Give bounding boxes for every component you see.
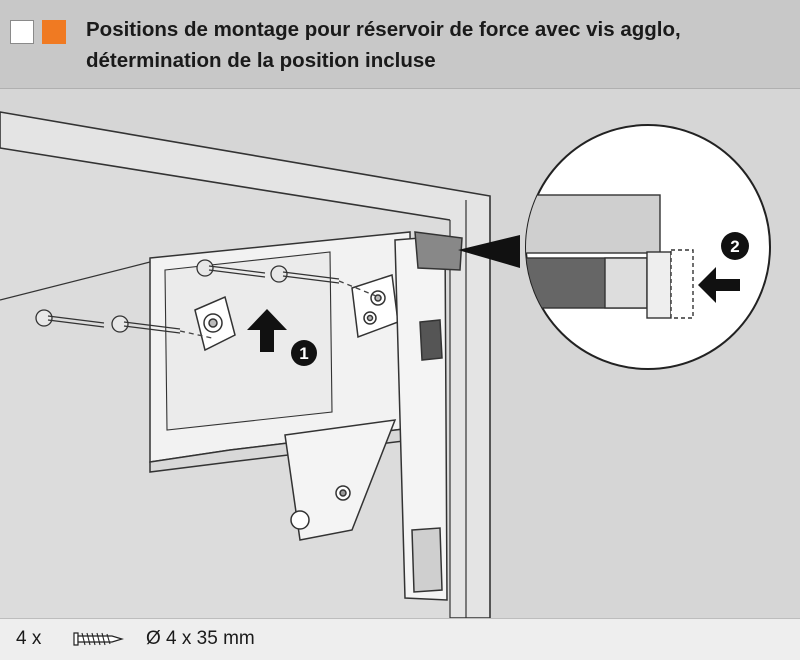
title-line-2: détermination de la position incluse	[86, 49, 436, 72]
up-arrow	[247, 309, 287, 352]
screw-4	[270, 265, 340, 284]
chipboard-screw-icon	[73, 632, 124, 646]
step-2-marker: 2	[721, 232, 749, 260]
quantity-label: 4 x	[16, 628, 42, 649]
callout-pointer	[458, 235, 520, 268]
footer-bar: 4 x Ø 4 x 35 mm	[0, 618, 800, 660]
step-2-label: 2	[730, 237, 739, 256]
orange-color-swatch	[42, 20, 66, 44]
page-title: Positions de montage pour réservoir de f…	[86, 14, 786, 76]
illustration-svg: 1 2	[0, 111, 771, 618]
assembly-illustration: 1 2	[0, 89, 800, 618]
screw-2	[111, 315, 181, 334]
step-1-label: 1	[299, 344, 308, 363]
header-bar: Positions de montage pour réservoir de f…	[0, 0, 800, 89]
title-line-1: Positions de montage pour réservoir de f…	[86, 18, 681, 41]
screw-3	[196, 259, 266, 278]
screws	[35, 259, 377, 339]
white-color-swatch	[10, 20, 34, 44]
lift-arm	[284, 231, 463, 601]
screw-1	[35, 309, 105, 328]
left-arrow	[698, 267, 740, 303]
step-1-marker: 1	[291, 340, 317, 366]
detail-magnifier	[525, 124, 771, 370]
screw-dimensions: Ø 4 x 35 mm	[146, 628, 255, 649]
